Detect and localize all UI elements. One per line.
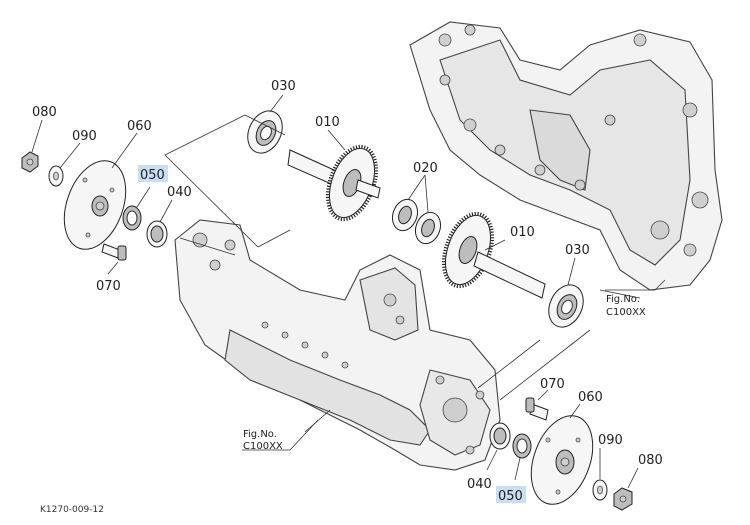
part-050-oring-left bbox=[122, 205, 142, 231]
part-080-nut-left bbox=[21, 151, 39, 173]
label-080-right: 080 bbox=[638, 453, 663, 468]
part-080-nut-right bbox=[613, 487, 633, 511]
part-090-washer-left bbox=[48, 165, 64, 187]
label-070-left: 070 bbox=[96, 279, 121, 294]
part-010-gear-shaft-mid bbox=[441, 211, 546, 299]
part-020-bearing-a bbox=[391, 198, 419, 232]
fig-ref-right-line2: C100XX bbox=[606, 307, 646, 318]
part-040-seal-left bbox=[146, 220, 168, 248]
label-010-mid: 010 bbox=[510, 225, 535, 240]
part-070-bolt-left bbox=[101, 243, 127, 261]
part-030-bearing-top bbox=[247, 110, 283, 154]
fig-ref-right-line1: Fig.No. bbox=[606, 294, 640, 305]
highlight-050-right bbox=[496, 486, 526, 503]
label-050-right: 050 bbox=[498, 489, 523, 504]
part-090-washer-right bbox=[592, 479, 608, 501]
part-060-flange-right bbox=[530, 415, 594, 505]
label-020: 020 bbox=[413, 161, 438, 176]
label-090-left: 090 bbox=[72, 129, 97, 144]
label-040-right: 040 bbox=[467, 477, 492, 492]
label-090-right: 090 bbox=[598, 433, 623, 448]
label-030-top: 030 bbox=[271, 79, 296, 94]
label-080-left: 080 bbox=[32, 105, 57, 120]
part-010-gear-shaft-top bbox=[287, 144, 381, 222]
gear-case-housing-lower bbox=[174, 219, 501, 471]
leader-lines bbox=[31, 94, 666, 489]
label-060-right: 060 bbox=[578, 390, 603, 405]
fig-ref-left-line2: C100XX bbox=[243, 441, 283, 452]
part-070-bolt-right bbox=[525, 397, 549, 421]
highlight-050-left bbox=[138, 165, 168, 182]
part-040-seal-right bbox=[489, 422, 511, 450]
part-050-oring-right bbox=[512, 433, 532, 459]
label-070-right: 070 bbox=[540, 377, 565, 392]
fig-ref-left-line1: Fig.No. bbox=[243, 429, 277, 440]
label-030-mid: 030 bbox=[565, 243, 590, 258]
assembly-lines bbox=[164, 114, 641, 433]
label-060-left: 060 bbox=[127, 119, 152, 134]
label-040-left: 040 bbox=[167, 185, 192, 200]
part-060-flange-left bbox=[63, 160, 127, 250]
document-code: K1270-009-12 bbox=[40, 505, 104, 515]
part-020-bearing-b bbox=[414, 211, 442, 245]
label-010-top: 010 bbox=[315, 115, 340, 130]
label-050-left: 050 bbox=[140, 168, 165, 183]
part-030-bearing-mid bbox=[548, 284, 584, 328]
gear-case-housing-upper bbox=[409, 21, 723, 291]
